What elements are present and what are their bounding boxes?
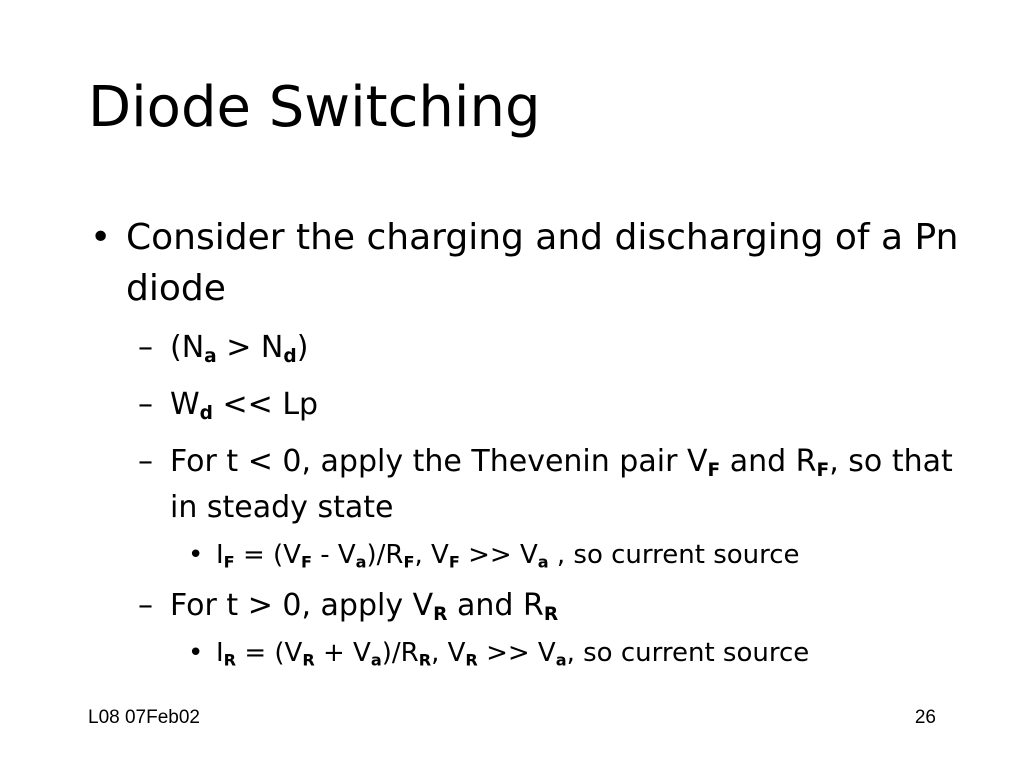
ir-subscript-2: R xyxy=(302,650,315,670)
doping-text-gt: > N xyxy=(216,330,284,365)
bullet-consider-text: Consider the charging and discharging of… xyxy=(126,217,959,309)
sub-bullet-reverse: – For t > 0, apply VR and RR xyxy=(88,583,988,629)
if-subscript-2: F xyxy=(300,552,312,572)
if-subscript-6: a xyxy=(537,552,549,572)
dash-marker: – xyxy=(138,387,153,422)
forward-text-1: For t < 0, apply the Thevenin pair V xyxy=(170,444,708,479)
dash-marker: – xyxy=(138,588,153,623)
slide-number: 26 xyxy=(914,707,936,728)
slide-title: Diode Switching xyxy=(88,75,541,140)
sub-sub-bullet-forward-current: • IF = (VF - Va)/RF, VF >> Va , so curre… xyxy=(88,535,988,575)
if-text-6: , so current source xyxy=(548,540,800,570)
ir-text-3: )/R xyxy=(381,638,419,668)
if-text-3: )/R xyxy=(366,540,404,570)
sub-sub-bullet-reverse-current: • IR = (VR + Va)/RR, VR >> Va, so curren… xyxy=(88,633,988,673)
if-text-5: >> V xyxy=(459,540,538,570)
forward-text-2: and R xyxy=(720,444,817,479)
dash-marker: – xyxy=(138,330,153,365)
forward-text-3: , so that in steady state xyxy=(170,444,953,525)
if-subscript-1: F xyxy=(223,552,235,572)
small-bullet-marker: • xyxy=(188,540,204,570)
ir-subscript-4: R xyxy=(418,650,432,670)
width-subscript: d xyxy=(199,403,213,425)
width-text-rest: << Lp xyxy=(212,387,319,422)
ir-subscript-1: R xyxy=(223,650,237,670)
sub-bullet-forward: – For t < 0, apply the Thevenin pair VF … xyxy=(88,439,988,531)
if-text-2: - V xyxy=(311,540,356,570)
reverse-subscript-1: R xyxy=(433,604,448,626)
ir-text-6: , so current source xyxy=(566,638,810,668)
doping-text-close: ) xyxy=(296,330,309,365)
reverse-text-1: For t > 0, apply V xyxy=(170,588,434,623)
ir-text-1: = (V xyxy=(236,638,303,668)
ir-subscript-6: a xyxy=(555,650,567,670)
reverse-subscript-2: R xyxy=(543,604,559,626)
sub-bullet-width: – Wd << Lp xyxy=(88,382,988,428)
ir-text-5: >> V xyxy=(477,638,556,668)
forward-subscript-2: F xyxy=(816,460,830,482)
if-text-1: = (V xyxy=(234,540,301,570)
if-subscript-3: a xyxy=(355,552,367,572)
ir-text-4: , V xyxy=(431,638,466,668)
bullet-consider: • Consider the charging and discharging … xyxy=(88,212,988,314)
sub-bullet-doping: – (Na > Nd) xyxy=(88,325,988,371)
ir-subscript-5: R xyxy=(465,650,478,670)
bullet-marker: • xyxy=(90,217,112,258)
forward-subscript-1: F xyxy=(707,460,721,482)
dash-marker: – xyxy=(138,444,153,479)
ir-subscript-3: a xyxy=(370,650,382,670)
ir-text-i: I xyxy=(216,638,224,668)
reverse-text-2: and R xyxy=(447,588,544,623)
small-bullet-marker: • xyxy=(188,638,204,668)
footer-date: L08 07Feb02 xyxy=(88,707,200,728)
width-text-w: W xyxy=(170,387,200,422)
ir-text-2: + V xyxy=(314,638,371,668)
if-subscript-5: F xyxy=(448,552,460,572)
doping-text-open: (N xyxy=(170,330,205,365)
if-text-4: , V xyxy=(414,540,449,570)
if-subscript-4: F xyxy=(403,552,415,572)
if-text-i: I xyxy=(216,540,224,570)
doping-nd-subscript: d xyxy=(283,346,297,368)
doping-na-subscript: a xyxy=(204,346,217,368)
slide-body: • Consider the charging and discharging … xyxy=(88,212,988,673)
